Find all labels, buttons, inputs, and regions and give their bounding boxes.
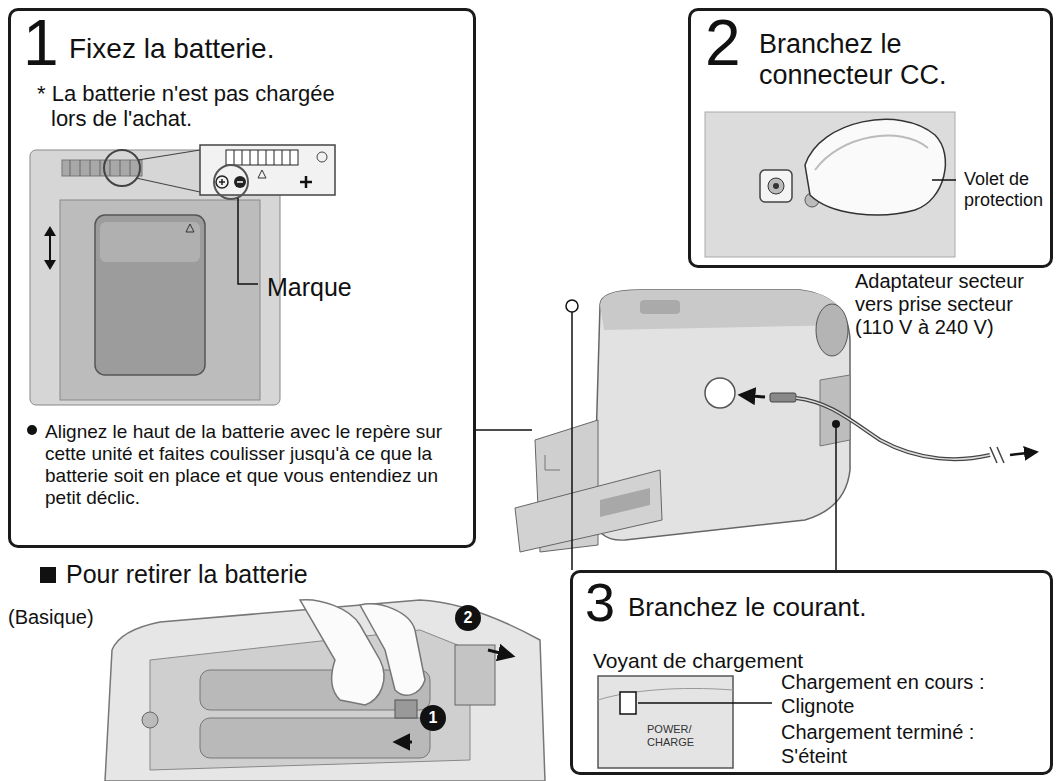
step-number: 2 bbox=[705, 7, 741, 81]
part-label: Marque bbox=[267, 273, 352, 302]
instruction-text: Alignez le haut de la batterie avec le r… bbox=[45, 421, 470, 508]
callout-number: 2 bbox=[455, 605, 481, 631]
bullet-dot bbox=[27, 425, 37, 435]
status-text: Chargement en cours : bbox=[781, 671, 984, 694]
callout-number: 1 bbox=[420, 705, 446, 731]
status-text: Clignote bbox=[781, 695, 854, 718]
step-heading: Branchez le courant. bbox=[628, 593, 866, 623]
device-marking: POWER/ CHARGE bbox=[647, 723, 707, 748]
step-heading: Branchez le connecteur CC. bbox=[759, 29, 999, 91]
note-text: * La batterie n'est pas chargée lors de … bbox=[37, 81, 337, 132]
status-text: S'éteint bbox=[781, 745, 847, 768]
status-text: Chargement terminé : bbox=[781, 721, 974, 744]
step-box: 1 Fixez la batterie. * La batterie n'est p… bbox=[8, 8, 476, 548]
step-number: 3 bbox=[585, 571, 615, 633]
charge-lamp-inset bbox=[598, 676, 772, 768]
note-text: (Basique) bbox=[8, 606, 94, 629]
terminal-inset bbox=[200, 145, 335, 284]
step-number: 1 bbox=[23, 7, 59, 81]
part-label: Volet de protection bbox=[964, 169, 1048, 210]
dc-jack-illustration bbox=[705, 112, 956, 257]
part-label: Voyant de chargement bbox=[593, 649, 803, 673]
step-box: 3 Branchez le courant. Voyant de chargemen… bbox=[570, 570, 1053, 775]
battery-removal-illustration bbox=[105, 600, 545, 781]
adapter-label: Adaptateur secteur vers prise secteur (1… bbox=[855, 270, 1050, 339]
step-box: 2 Branchez le connecteur CC. Volet de prot… bbox=[688, 8, 1053, 268]
step-heading: Fixez la batterie. bbox=[69, 33, 274, 65]
section-square bbox=[40, 567, 56, 583]
leader-line bbox=[476, 429, 532, 431]
section-heading: Pour retirer la batterie bbox=[66, 560, 308, 589]
